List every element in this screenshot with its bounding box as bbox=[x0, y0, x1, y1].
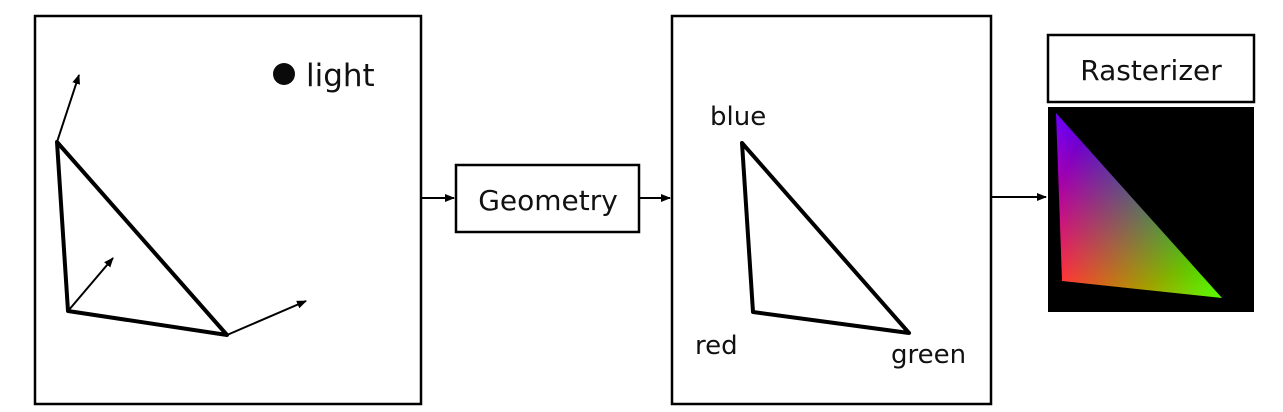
input-panel: light bbox=[33, 14, 423, 406]
rasterizer-label: Rasterizer bbox=[1080, 54, 1222, 87]
normal-arrow-top bbox=[56, 74, 80, 143]
rasterizer-label-box bbox=[1046, 33, 1256, 104]
light-label: light bbox=[306, 58, 375, 94]
geometry-box bbox=[454, 163, 641, 234]
input-triangle bbox=[55, 140, 229, 337]
vertex-label-green: green bbox=[891, 340, 966, 370]
vertex-color-triangle bbox=[740, 141, 911, 335]
normal-arrow-left bbox=[67, 257, 114, 312]
geometry-stage: Geometry bbox=[454, 163, 641, 234]
input-panel-frame bbox=[33, 14, 423, 406]
light-icon bbox=[273, 63, 295, 85]
vertex-color-panel: blue red green bbox=[670, 14, 993, 406]
rasterizer-stage: Rasterizer bbox=[1046, 33, 1256, 312]
vertex-label-blue: blue bbox=[710, 102, 766, 132]
vertex-label-red: red bbox=[695, 331, 738, 361]
geometry-label: Geometry bbox=[478, 184, 618, 217]
vertex-color-panel-frame bbox=[670, 14, 993, 406]
normal-arrow-right bbox=[226, 300, 307, 336]
